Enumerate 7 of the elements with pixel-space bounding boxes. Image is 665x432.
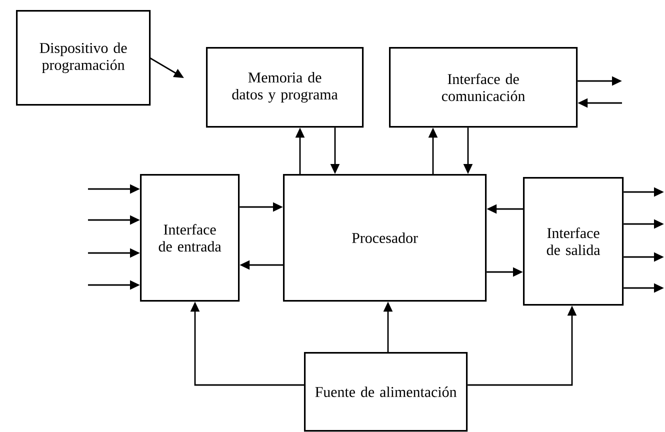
block-box: Dispositivo de programación [16,10,151,106]
block-box: Interface de comunicación [389,47,578,128]
block-box: Fuente de alimentación [304,352,468,432]
block-box: Memoria de datos y programa [206,47,364,128]
block-box: Interface de entrada [140,174,240,302]
block-box: Interface de salida [523,177,624,306]
block-box: Procesador [283,174,487,302]
